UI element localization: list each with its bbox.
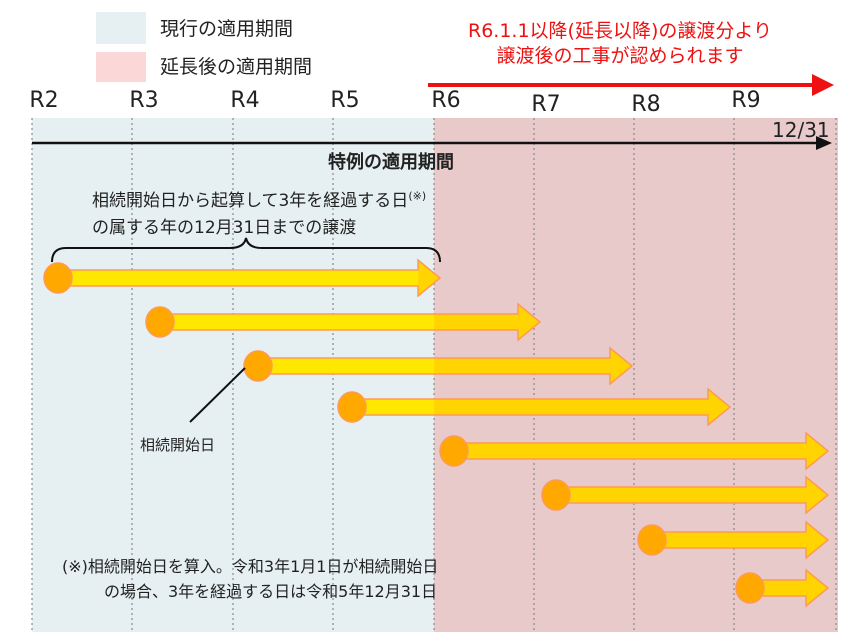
arrow-shaft: [434, 314, 518, 330]
legend-label-extended: 延長後の適用期間: [160, 56, 313, 78]
arrow-outline: [257, 346, 634, 386]
transfer-arrow: [541, 475, 830, 515]
year-label: R8: [631, 92, 661, 117]
inheritance-start-marker: [337, 391, 367, 423]
transfer-arrow: [735, 568, 830, 608]
arrow-shaft: [556, 487, 806, 503]
arrow-shaft: [454, 443, 806, 459]
arrow-head: [806, 522, 828, 558]
bracket-text-line-2: の属する年の12月31日までの譲渡: [92, 218, 357, 238]
arrow-shaft: [434, 399, 708, 415]
inheritance-start-marker: [735, 572, 765, 604]
period-brace: [51, 237, 441, 263]
inheritance-start-marker: [145, 306, 175, 338]
end-date-label: 12/31: [772, 118, 830, 142]
legend-label-current: 現行の適用期間: [160, 18, 294, 40]
year-label: R9: [731, 88, 761, 113]
inheritance-start-marker: [541, 479, 571, 511]
transfer-arrow: [145, 302, 542, 342]
arrow-head: [806, 570, 828, 606]
legend-swatch-current: [96, 12, 146, 44]
pointer-label: 相続開始日: [140, 436, 216, 454]
extended-period-region: [434, 118, 838, 632]
notice-line-2: 譲渡後の工事が認められます: [496, 45, 744, 67]
inheritance-start-marker: [439, 435, 469, 467]
arrow-head: [418, 260, 440, 296]
transfer-arrow: [337, 387, 732, 427]
arrow-outline: [651, 520, 830, 560]
arrow-outline: [351, 387, 732, 427]
period-title: 特例の適用期間: [328, 152, 454, 173]
arrow-shaft: [652, 532, 806, 548]
period-arrow-head: [816, 136, 832, 150]
arrow-shaft: [434, 358, 610, 374]
notice-line-1: R6.1.1以降(延長以降)の譲渡分より: [468, 20, 772, 42]
arrow-shaft: [160, 314, 434, 330]
transfer-arrows: [43, 258, 830, 608]
arrow-head: [806, 477, 828, 513]
arrow-shaft: [58, 270, 418, 286]
bracket-text-line-1: 相続開始日から起算して3年を経過する日(※): [92, 186, 426, 211]
legend-swatch-extended: [96, 52, 146, 82]
inheritance-start-marker: [637, 524, 667, 556]
year-label: R3: [129, 88, 159, 113]
year-label: R4: [230, 88, 260, 113]
year-label: R7: [531, 92, 561, 117]
arrow-shaft: [258, 358, 434, 374]
arrow-outline: [57, 258, 442, 298]
transfer-arrow: [243, 346, 634, 386]
transfer-arrow: [43, 258, 442, 298]
arrow-outline: [555, 475, 830, 515]
inheritance-start-marker: [43, 262, 73, 294]
pointer-line: [189, 367, 246, 423]
footnote-line-1: (※)相続開始日を算入。令和3年1月1日が相続開始日: [62, 557, 439, 576]
arrow-head: [610, 348, 632, 384]
bracket-text-main: 相続開始日から起算して3年を経過する日: [92, 191, 409, 211]
year-label: R5: [330, 88, 360, 113]
footnote-line-2: の場合、3年を経過する日は令和5年12月31日: [104, 582, 438, 601]
arrow-outline: [159, 302, 542, 342]
transfer-arrow: [637, 520, 830, 560]
notice-arrow-head: [812, 74, 834, 96]
arrow-head: [806, 433, 828, 469]
inheritance-start-marker: [243, 350, 273, 382]
arrow-outline: [453, 431, 830, 471]
transfer-arrow: [439, 431, 830, 471]
bracket-text-footnote-mark: (※): [408, 189, 427, 203]
year-gridlines: [31, 118, 837, 632]
year-label: R2: [29, 88, 59, 113]
arrow-head: [518, 304, 540, 340]
arrow-head: [708, 389, 730, 425]
year-label: R6: [431, 88, 461, 113]
arrow-shaft: [352, 399, 434, 415]
